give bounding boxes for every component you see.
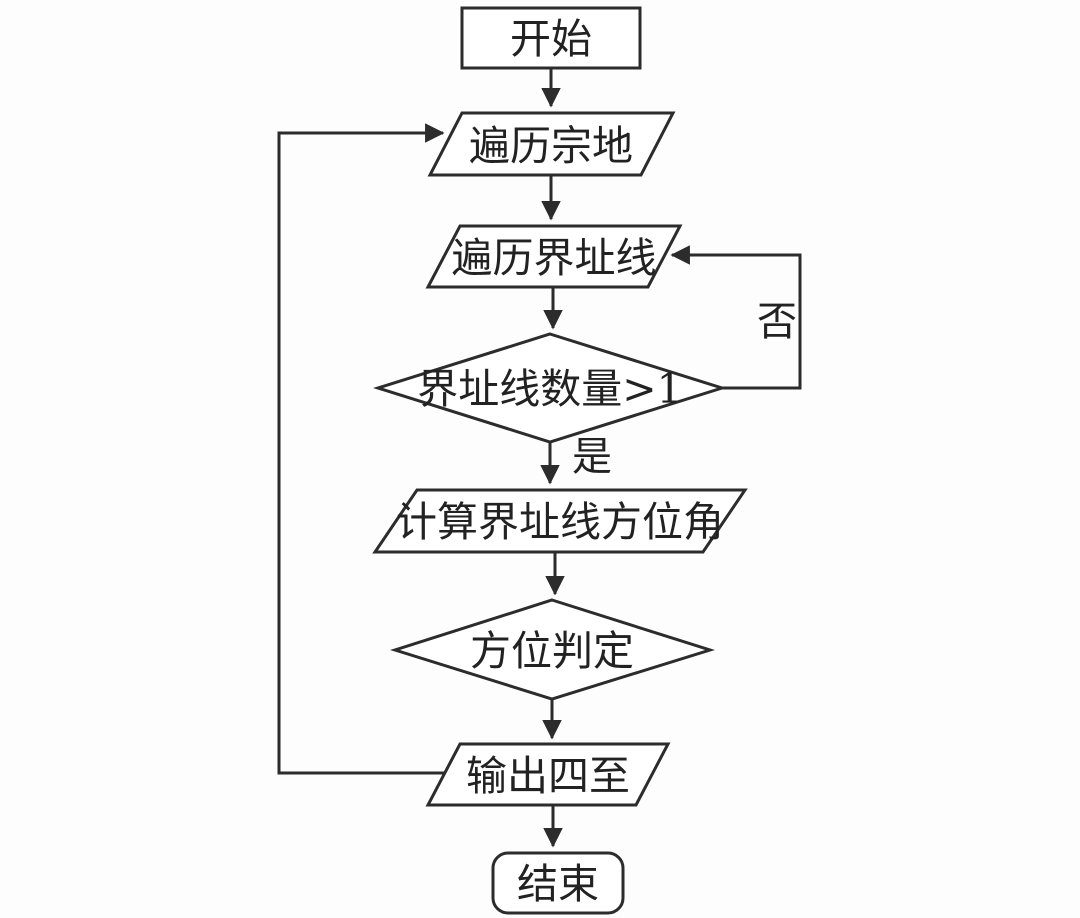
node-calculate-azimuth-label: 计算界址线方位角 (396, 498, 724, 546)
start-rectangle (460, 6, 642, 70)
node-boundary-line-count-check: 界址线数量>1 (372, 332, 728, 444)
end-rounded-rectangle (491, 851, 625, 915)
edge-output-loop-to-iterate-parcels (277, 123, 445, 775)
node-output-four-boundaries-label: 输出四至 (466, 752, 630, 800)
node-output-four-boundaries: 输出四至 (425, 742, 671, 807)
iterate-boundary-lines-parallelogram (425, 224, 683, 289)
node-iterate-parcels: 遍历宗地 (427, 111, 676, 177)
direction-judgment-diamond (390, 598, 716, 701)
node-direction-judgment-label: 方位判定 (470, 627, 634, 675)
node-direction-judgment: 方位判定 (390, 598, 716, 701)
edge-label-no: 否 (757, 299, 797, 345)
node-start: 开始 (460, 6, 642, 70)
node-iterate-boundary-lines-label: 遍历界址线 (452, 234, 657, 282)
node-iterate-boundary-lines: 遍历界址线 (425, 224, 683, 289)
boundary-line-count-check-diamond (372, 332, 728, 444)
edge-count-check-no-loop (670, 245, 802, 390)
node-end-label: 结束 (517, 860, 599, 908)
calculate-azimuth-parallelogram (372, 488, 748, 554)
edges (277, 68, 802, 848)
node-start-label: 开始 (510, 15, 592, 63)
node-calculate-azimuth: 计算界址线方位角 (372, 488, 748, 554)
node-iterate-parcels-label: 遍历宗地 (469, 122, 633, 170)
iterate-parcels-parallelogram (427, 111, 676, 177)
edge-label-yes: 是 (572, 434, 612, 480)
output-four-boundaries-parallelogram (425, 742, 671, 807)
node-end: 结束 (491, 851, 625, 915)
node-boundary-line-count-check-label: 界址线数量>1 (417, 365, 682, 413)
